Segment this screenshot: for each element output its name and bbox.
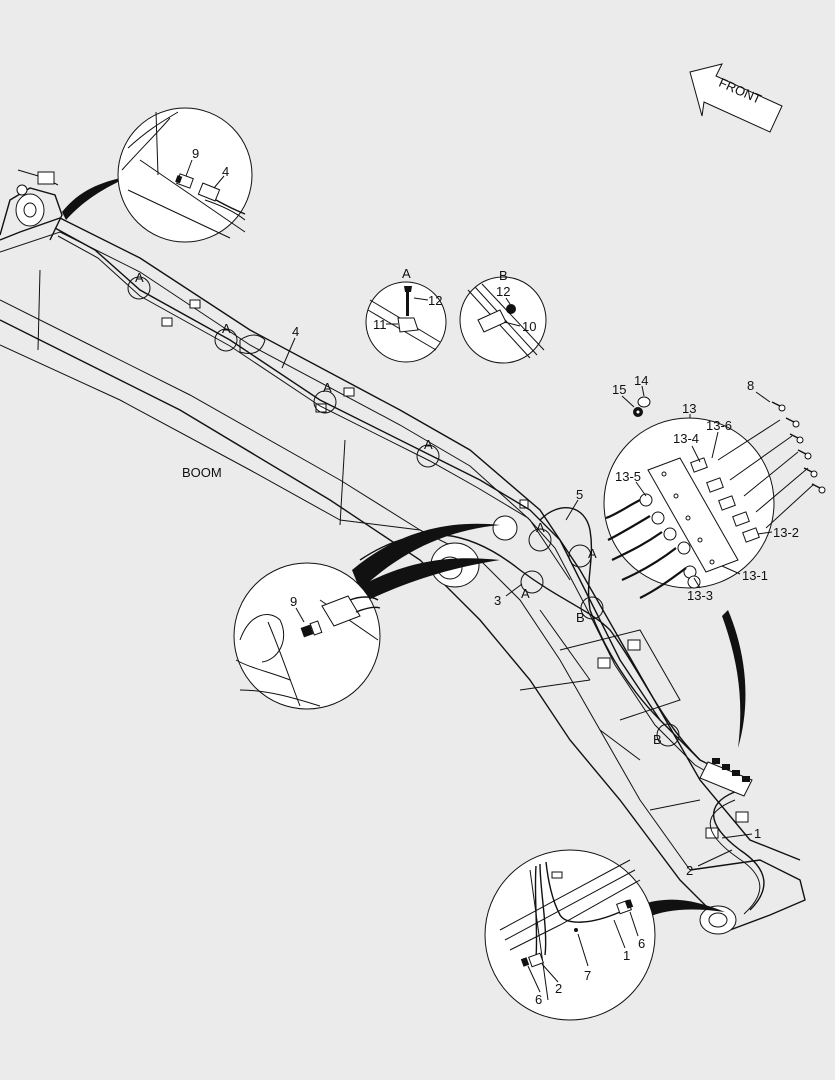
callout-3: 3 [494,593,501,608]
fittings-item-13-4: 13-4 [673,431,699,446]
callout-5: 5 [576,487,583,502]
clamp-label-a-1: A [135,270,144,285]
detail-top-left-item-4: 4 [222,164,229,179]
detail-b-title: B [499,268,508,283]
boom-hoses [54,176,765,918]
top-pin-bracket [0,169,63,241]
detail-bottom-item-7: 7 [584,968,591,983]
detail-b: B 12 10 [459,268,547,364]
detail-a-item-11: 11 [373,317,387,332]
clamp-label-a-5: A [536,520,545,535]
fittings-item-13-5: 13-5 [615,469,641,484]
block-fittings [639,457,760,589]
clamp-label-a-3: A [323,380,332,395]
boom-structure: BOOM [0,169,806,935]
detail-bottom-item-1: 1 [623,948,630,963]
detail-b-item-12: 12 [496,284,510,299]
detail-bottom-item-6b: 6 [535,992,542,1007]
clamp-label-b-1: B [576,610,585,625]
boom-clips [161,299,749,839]
callout-13: 13 [682,401,696,416]
front-arrow: FRONT [689,63,783,133]
callout-15: 15 [612,382,626,397]
boom-fitting-block [699,758,753,797]
callout-14: 14 [634,373,648,388]
detail-left-mid-item-9: 9 [290,594,297,609]
clamp-label-b-2: B [653,732,662,747]
fittings-item-13-2: 13-2 [773,525,799,540]
clamp-label-a-2: A [222,321,231,336]
detail-top-left: 9 4 [117,107,253,243]
detail-left-mid: 9 [233,562,381,710]
callout-2: 2 [686,863,693,878]
detail-bottom-item-2: 2 [555,981,562,996]
callout-1: 1 [754,826,761,841]
detail-b-item-10: 10 [522,319,536,334]
detail-bottom-item-6a: 6 [638,936,645,951]
detail-bottom: 6 1 7 2 6 [484,849,656,1021]
clamp-label-a-4: A [424,437,433,452]
block-holes [661,471,715,565]
detail-a: A 12 11 [365,266,447,363]
fittings-item-13-3: 13-3 [687,588,713,603]
detail-fittings: 15 14 13 8 [603,373,826,603]
detail-top-left-item-9: 9 [192,146,199,161]
callout-4: 4 [292,324,299,339]
detail-a-item-12: 12 [428,293,442,308]
detail-a-title: A [402,266,411,281]
fittings-item-13-6: 13-6 [706,418,732,433]
clamp-label-a-7: A [521,586,530,601]
boom-callouts: 4 5 3 1 2 [281,324,761,878]
boom-label: BOOM [182,465,222,480]
callout-8: 8 [747,378,754,393]
fittings-item-13-1: 13-1 [742,568,768,583]
boom-clamp-markers: A A A A A A A B B [127,270,680,747]
clamp-label-a-6: A [588,546,597,561]
